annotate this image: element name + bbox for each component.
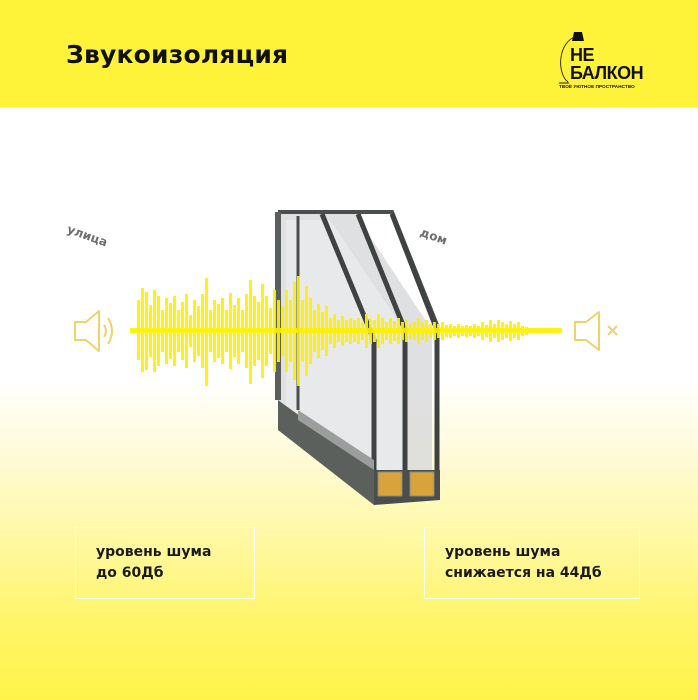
logo-text-balkon: БАЛКОН bbox=[570, 63, 644, 83]
page-title: Звукоизоляция bbox=[66, 40, 289, 69]
soundproofing-illustration bbox=[74, 210, 618, 505]
info-line-2: снижается на 44Дб bbox=[445, 565, 602, 581]
info-box-noise-reduction: уровень шума снижается на 44Дб bbox=[424, 527, 640, 599]
info-box-noise-level: уровень шума до 60Дб bbox=[75, 527, 255, 599]
logo-text-ne: НЕ bbox=[570, 45, 595, 65]
floor-lamp-icon bbox=[559, 32, 584, 84]
logo-tagline: ТВОЁ УЮТНОЕ ПРОСТРАНСТВО bbox=[559, 84, 635, 89]
speaker-muted-icon bbox=[574, 311, 618, 351]
speaker-loud-icon bbox=[74, 310, 113, 352]
info-line-1: уровень шума bbox=[445, 544, 561, 560]
info-line-2: до 60Дб bbox=[96, 565, 164, 581]
sound-wave bbox=[130, 276, 562, 386]
info-line-1: уровень шума bbox=[96, 544, 212, 560]
header-banner: Звукоизоляция НЕ БАЛКОН ТВОЁ УЮТНОЕ ПРОС… bbox=[0, 0, 698, 107]
brand-logo: НЕ БАЛКОН ТВОЁ УЮТНОЕ ПРОСТРАНСТВО bbox=[555, 30, 655, 100]
info-text-noise-reduction: уровень шума снижается на 44Дб bbox=[445, 542, 602, 584]
info-text-noise-level: уровень шума до 60Дб bbox=[96, 542, 211, 584]
